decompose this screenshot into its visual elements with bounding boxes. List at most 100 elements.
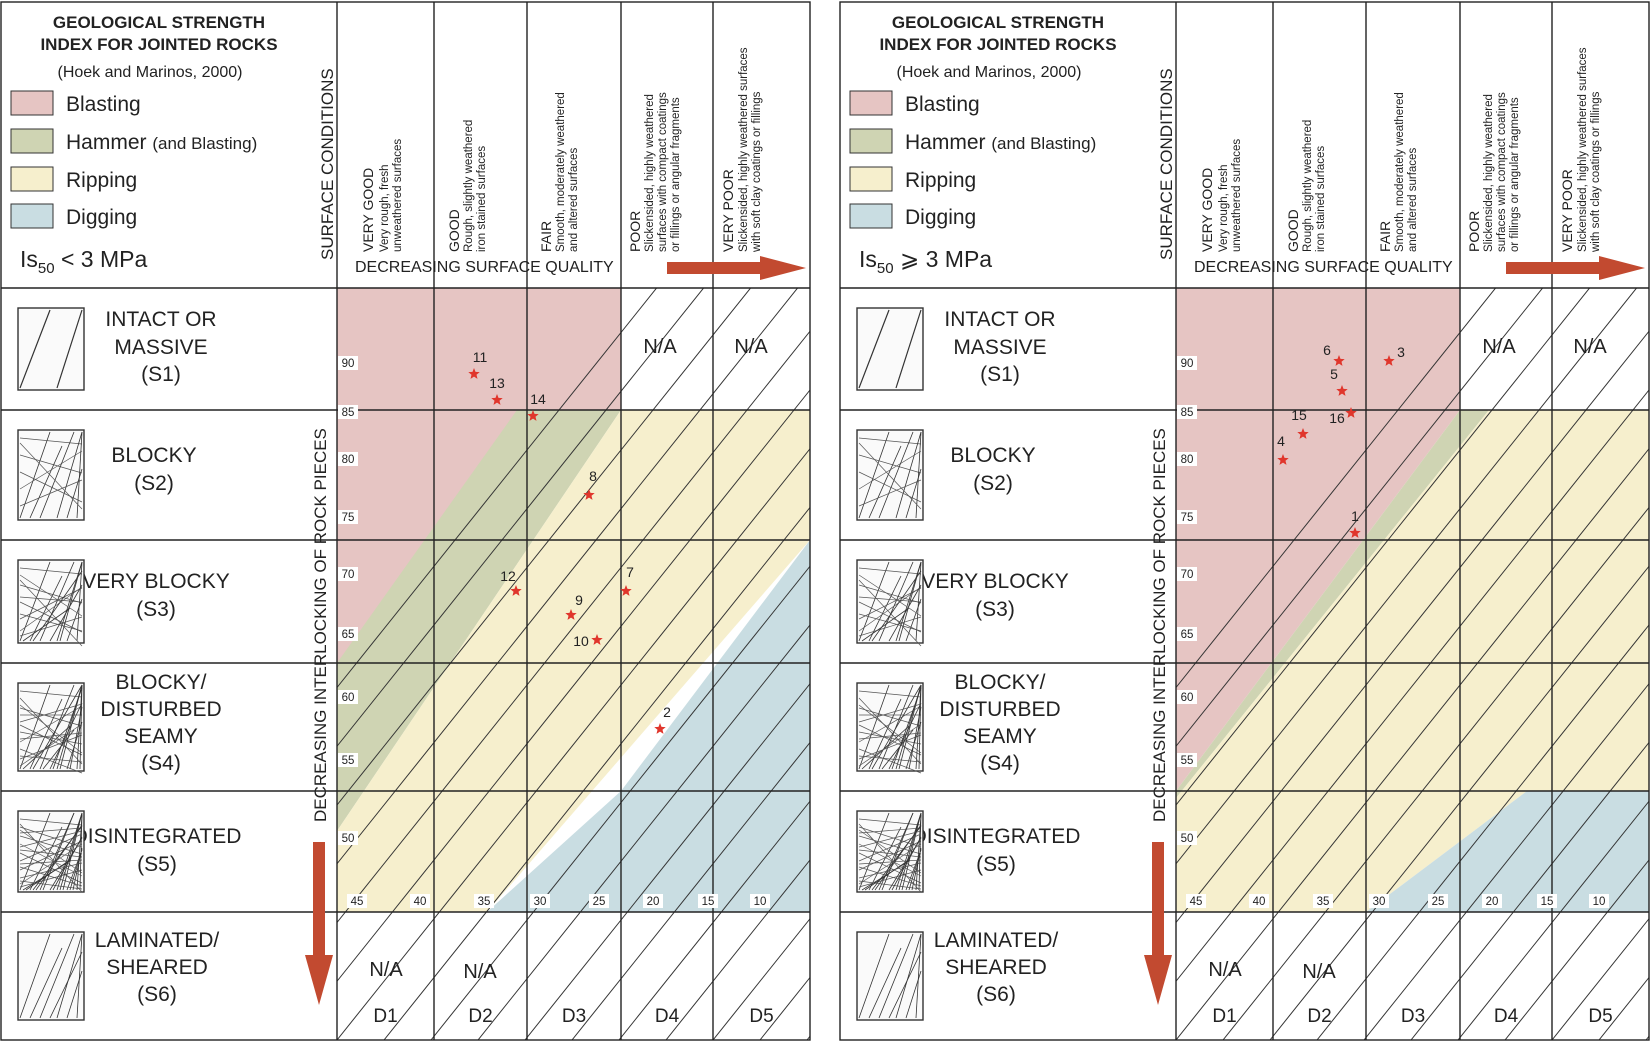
sample-point-1: 1 bbox=[1349, 508, 1361, 538]
sample-label: 10 bbox=[573, 633, 589, 649]
gsi-tick-left: 80 bbox=[338, 452, 358, 466]
sample-label: 12 bbox=[500, 568, 516, 584]
chart-title: GEOLOGICAL STRENGTH bbox=[53, 13, 265, 32]
gsi-contour-line bbox=[1316, 624, 1649, 1040]
gsi-value: 80 bbox=[1181, 454, 1194, 466]
sample-label: 3 bbox=[1397, 344, 1405, 360]
na-label: N/A bbox=[463, 961, 497, 983]
row-label-line: (S4) bbox=[980, 752, 1020, 775]
strength-label: Is50 ⩾ 3 MPa bbox=[859, 246, 992, 277]
legend-swatch bbox=[10, 90, 54, 116]
gsi-contour-line bbox=[337, 389, 810, 983]
sample-label: 11 bbox=[473, 349, 488, 365]
legend-label: Ripping bbox=[66, 169, 137, 192]
sample-point-16: 16 bbox=[1329, 407, 1357, 426]
gsi-contours bbox=[1176, 288, 1649, 1040]
gsi-value: 30 bbox=[1373, 896, 1386, 908]
na-label: N/A bbox=[1482, 336, 1516, 358]
gsi-tick-bottom: 15 bbox=[698, 894, 718, 908]
gsi-value: 55 bbox=[342, 755, 355, 767]
gsi-tick-left: 80 bbox=[1177, 452, 1197, 466]
sample-star bbox=[583, 489, 595, 500]
column-desc: Very rough, fresh bbox=[379, 164, 391, 252]
sample-star bbox=[510, 585, 522, 596]
legend-label: Blasting bbox=[66, 93, 141, 116]
column-code-d3: D3 bbox=[562, 1006, 586, 1027]
column-name: FAIR bbox=[1377, 221, 1393, 252]
gsi-tick-bottom: 30 bbox=[530, 894, 550, 908]
row-label-line: (S5) bbox=[137, 853, 177, 876]
interlocking-arrow bbox=[1144, 842, 1172, 1005]
sample-star bbox=[620, 585, 632, 596]
row-label-line: (S1) bbox=[141, 363, 181, 386]
legend-swatch bbox=[849, 203, 893, 229]
na-label: N/A bbox=[1208, 959, 1242, 981]
gsi-tick-left: 60 bbox=[338, 690, 358, 704]
table-grid bbox=[0, 1, 811, 1041]
column-desc: and altered surfaces bbox=[568, 148, 580, 252]
row-label-line: BLOCKY bbox=[950, 444, 1035, 467]
gsi-value: 65 bbox=[1181, 629, 1194, 641]
rock-structure-icon bbox=[856, 559, 924, 647]
gsi-value: 85 bbox=[342, 407, 355, 419]
row-label-line: MASSIVE bbox=[953, 336, 1046, 359]
gsi-tick-left: 90 bbox=[1177, 356, 1197, 370]
sample-point-6: 6 bbox=[1323, 342, 1345, 366]
column-code-d5: D5 bbox=[1588, 1006, 1612, 1027]
row-label-line: (S2) bbox=[134, 472, 174, 495]
zone-digging bbox=[1366, 791, 1649, 912]
gsi-contour-line bbox=[1363, 682, 1649, 1040]
gsi-value: 10 bbox=[1593, 896, 1606, 908]
row-label-line: DISTURBED bbox=[100, 698, 221, 721]
citation: (Hoek and Marinos, 2000) bbox=[897, 64, 1082, 81]
row-label-line: SEAMY bbox=[963, 725, 1037, 748]
row-label-s4: BLOCKY/DISTURBED SEAMY (S4) bbox=[939, 671, 1060, 775]
column-code-d5: D5 bbox=[749, 1006, 773, 1027]
sample-label: 5 bbox=[1330, 366, 1338, 382]
row-label-line: DISTURBED bbox=[939, 698, 1060, 721]
chart-title: GEOLOGICAL STRENGTH bbox=[892, 13, 1104, 32]
row-label-line: SEAMY bbox=[124, 725, 198, 748]
row-label-s5: DISINTEGRATED(S5) bbox=[912, 825, 1081, 876]
row-label-line: SHEARED bbox=[945, 956, 1047, 979]
row-label-line: INTACT OR bbox=[105, 308, 216, 331]
column-desc: Slickensided, highly weathered surfaces bbox=[1577, 47, 1589, 252]
row-label-line: SHEARED bbox=[106, 956, 208, 979]
column-name: VERY GOOD bbox=[360, 168, 376, 252]
zone-ripping bbox=[337, 410, 810, 912]
surface-quality-arrow bbox=[667, 256, 806, 280]
row-label-line: (S2) bbox=[973, 472, 1013, 495]
column-desc: Smooth, moderately weathered bbox=[1394, 92, 1406, 252]
column-desc: Slickensided, highly weathered bbox=[1483, 94, 1495, 252]
gsi-contour-line bbox=[477, 624, 810, 1040]
rock-structure-icon bbox=[17, 307, 85, 391]
sample-point-11: 11 bbox=[468, 349, 487, 379]
sample-label: 13 bbox=[489, 375, 505, 391]
gsi-value: 15 bbox=[1541, 896, 1554, 908]
column-desc: Slickensided, highly weathered bbox=[644, 94, 656, 252]
na-label: N/A bbox=[643, 336, 677, 358]
surface-quality-label: DECREASING SURFACE QUALITY bbox=[1194, 259, 1453, 276]
rock-structure-icon bbox=[17, 682, 85, 774]
row-label-line: BLOCKY/ bbox=[954, 671, 1045, 694]
rock-structure-icon bbox=[856, 429, 924, 521]
gsi-value: 60 bbox=[1181, 692, 1194, 704]
column-code-d4: D4 bbox=[655, 1006, 680, 1027]
column-name: VERY POOR bbox=[720, 169, 736, 252]
legend-swatch bbox=[10, 203, 54, 229]
row-label-line: (S3) bbox=[975, 598, 1015, 621]
gsi-tick-bottom: 25 bbox=[1428, 894, 1448, 908]
sample-star bbox=[1349, 527, 1361, 538]
column-desc: surfaces with compact coatings bbox=[1496, 92, 1508, 252]
gsi-tick-left: 65 bbox=[1177, 627, 1197, 641]
column-desc: and altered surfaces bbox=[1407, 148, 1419, 252]
